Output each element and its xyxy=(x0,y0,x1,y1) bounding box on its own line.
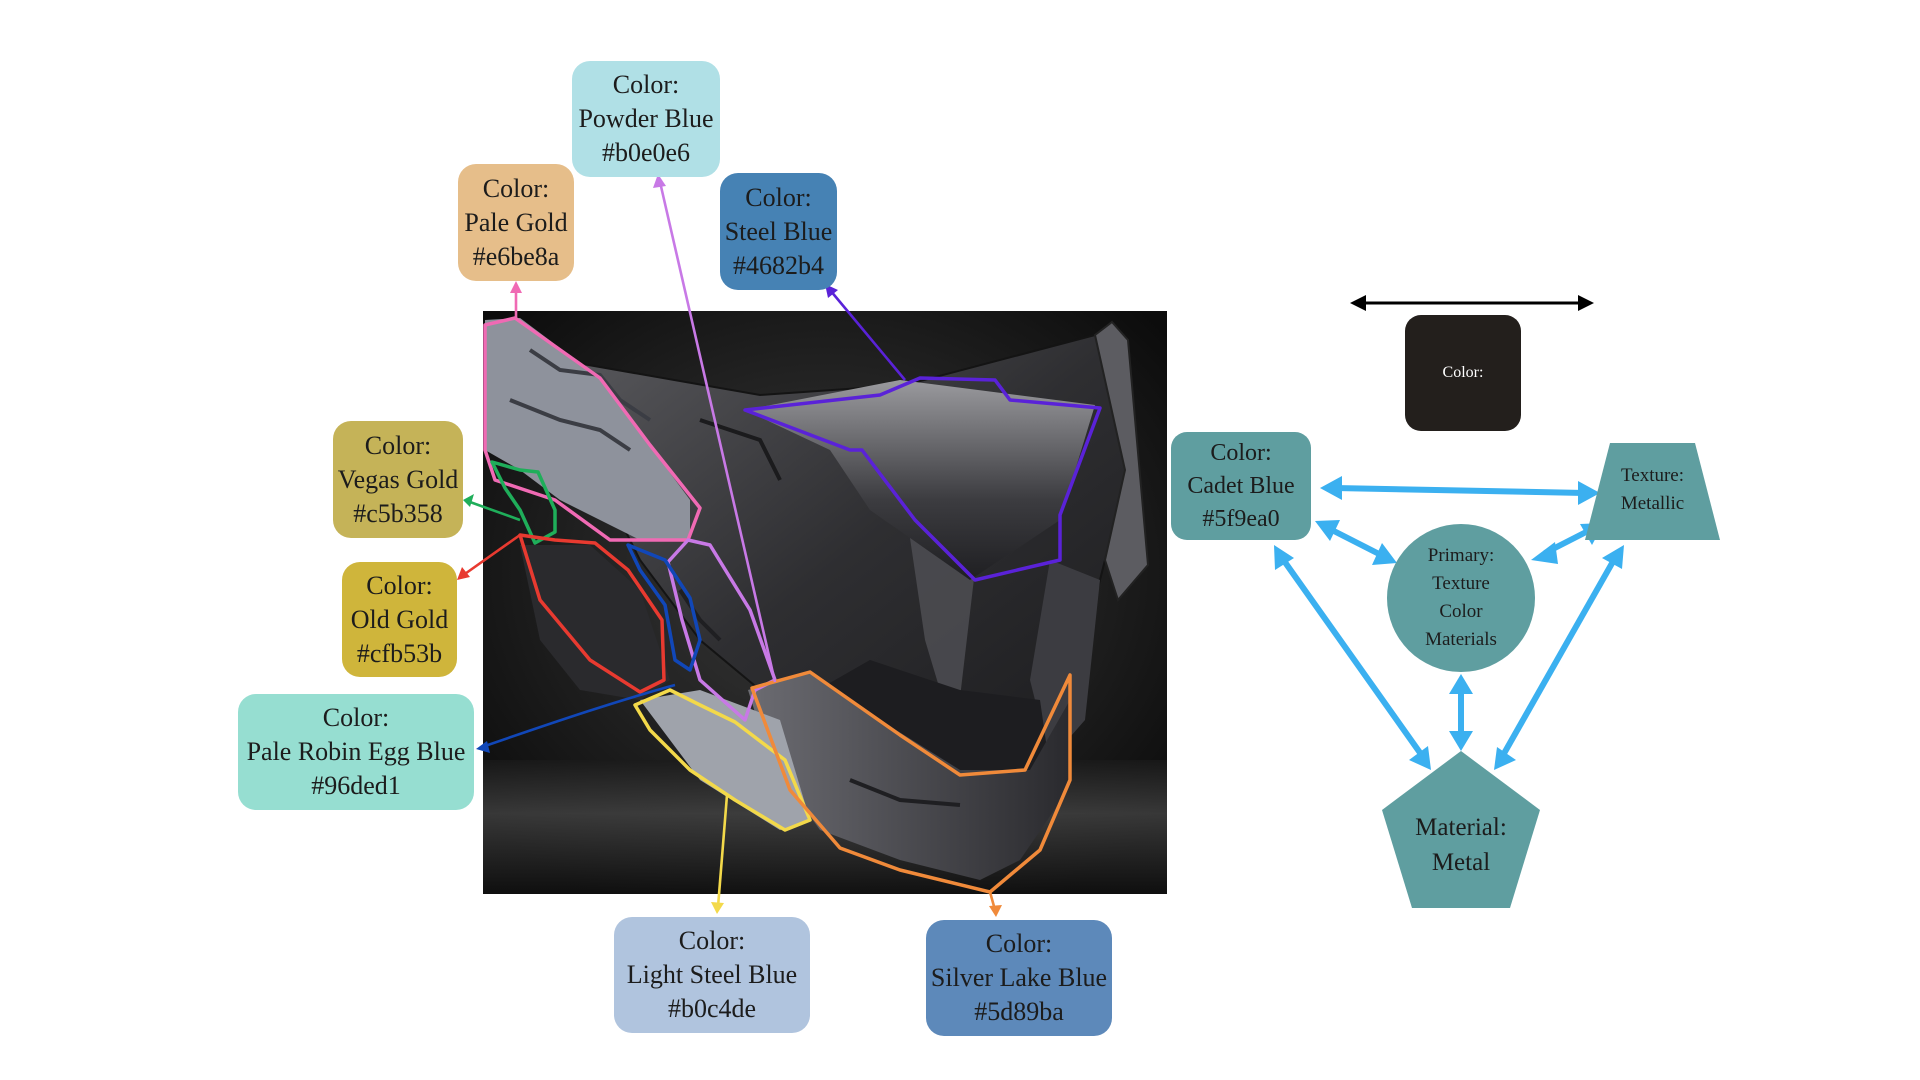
swatch-pale-robin-egg-blue: Color: Pale Robin Egg Blue #96ded1 xyxy=(238,694,474,810)
node-line: Primary: xyxy=(1427,545,1495,566)
outline-old-gold xyxy=(518,533,666,694)
swatch-hex: #b0c4de xyxy=(667,994,757,1023)
swatch-name: Pale Robin Egg Blue xyxy=(246,737,466,766)
swatch-powder-blue: Color: Powder Blue #b0e0e6 xyxy=(572,61,720,177)
swatch-pale-gold: Color: Pale Gold #e6be8a xyxy=(458,164,574,281)
outline-vegas-gold xyxy=(490,460,557,545)
swatch-label: Color: xyxy=(322,703,390,732)
primary-node-shape xyxy=(1387,524,1535,672)
node-label: Material: xyxy=(1415,814,1507,841)
dark-color-box: Color: xyxy=(1405,315,1521,431)
node-name: Cadet Blue xyxy=(1187,472,1295,499)
dark-color-box-label: Color: xyxy=(1442,364,1484,381)
double-arrow-black xyxy=(1350,295,1594,311)
outline-steel-blue xyxy=(743,376,1102,582)
swatch-hex: #b0e0e6 xyxy=(601,138,691,167)
swatch-label: Color: xyxy=(482,173,550,203)
region-outlines xyxy=(483,316,1102,894)
outline-pale-robin-egg-blue xyxy=(626,543,702,672)
node-line: Texture xyxy=(1432,573,1490,594)
swatch-name: Powder Blue xyxy=(578,104,714,133)
primary-node: Primary: Texture Color Materials xyxy=(1390,530,1532,666)
swatch-name: Pale Gold xyxy=(464,207,568,237)
swatch-old-gold: Color: Old Gold #cfb53b xyxy=(342,562,457,677)
node-line: Color xyxy=(1439,601,1483,622)
leader-lines xyxy=(457,174,1002,917)
material-node-shape xyxy=(1382,751,1540,908)
swatch-hex: #c5b358 xyxy=(353,498,443,528)
swatch-label: Color: xyxy=(745,182,812,212)
swatch-name: Steel Blue xyxy=(724,216,833,246)
graph-nodes xyxy=(1171,432,1720,908)
swatch-name: Silver Lake Blue xyxy=(930,963,1108,992)
node-value: Metal xyxy=(1431,849,1491,876)
cadet-node-shape xyxy=(1171,432,1311,540)
swatch-name: Old Gold xyxy=(350,604,449,634)
swatch-hex: #5d89ba xyxy=(974,997,1064,1026)
swatch-label: Color: xyxy=(678,926,746,955)
swatch-label: Color: xyxy=(364,430,432,460)
node-value: Metallic xyxy=(1620,493,1685,514)
swatch-light-steel-blue: Color: Light Steel Blue #b0c4de xyxy=(614,917,810,1033)
swatch-name: Light Steel Blue xyxy=(626,960,798,989)
texture-node-shape xyxy=(1585,443,1720,540)
swatch-hex: #96ded1 xyxy=(311,771,401,800)
swatch-hex: #cfb53b xyxy=(356,638,443,668)
node-label: Color: xyxy=(1210,439,1272,466)
outline-silver-lake-blue xyxy=(750,670,1072,894)
node-line: Materials xyxy=(1425,629,1497,650)
swatch-silver-lake-blue: Color: Silver Lake Blue #5d89ba xyxy=(926,920,1112,1036)
node-label: Texture: xyxy=(1620,465,1685,486)
outline-powder-blue xyxy=(666,538,777,722)
swatch-label: Color: xyxy=(366,570,433,600)
swatch-name: Vegas Gold xyxy=(337,464,459,494)
helmet-image xyxy=(483,311,1167,894)
swatch-label: Color: xyxy=(985,929,1053,958)
swatch-label: Color: xyxy=(612,70,680,99)
swatch-steel-blue: Color: Steel Blue #4682b4 xyxy=(720,173,837,290)
cadet-blue-node: Color: Cadet Blue #5f9ea0 xyxy=(1171,432,1311,540)
texture-node: Texture: Metallic xyxy=(1595,455,1710,525)
material-node: Material: Metal xyxy=(1392,805,1530,885)
node-hex: #5f9ea0 xyxy=(1202,505,1280,532)
swatch-hex: #4682b4 xyxy=(733,250,824,280)
outline-light-steel-blue xyxy=(633,688,812,832)
swatch-hex: #e6be8a xyxy=(472,241,560,271)
swatch-vegas-gold: Color: Vegas Gold #c5b358 xyxy=(333,421,463,538)
